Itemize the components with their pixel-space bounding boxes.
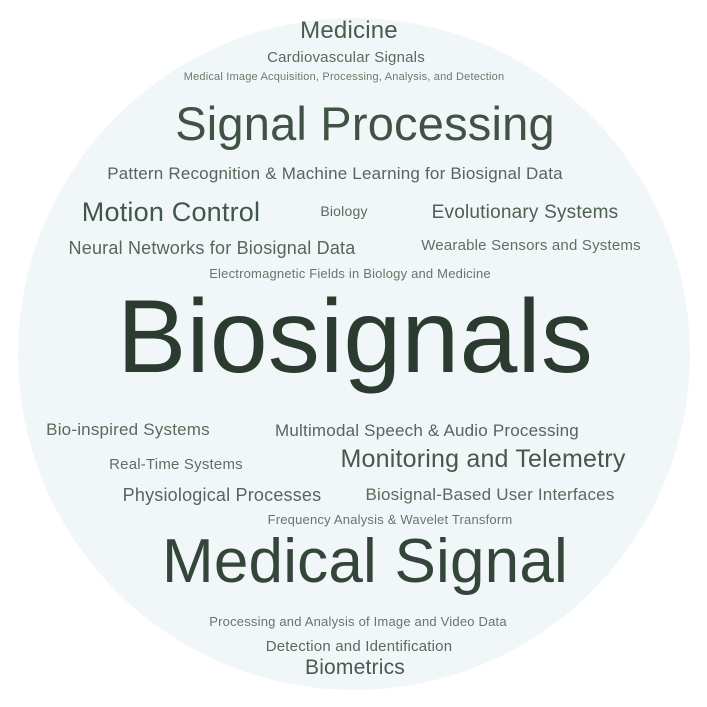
word-image-video-processing: Processing and Analysis of Image and Vid… [209,614,507,629]
word-biosignal-user-interfaces: Biosignal-Based User Interfaces [365,485,615,504]
word-biometrics: Biometrics [304,656,406,679]
word-pattern-recognition: Pattern Recognition & Machine Learning f… [107,164,563,183]
word-cardiovascular-signals: Cardiovascular Signals [267,49,425,66]
word-biology: Biology [320,203,368,219]
word-signal-processing: Signal Processing [175,97,555,150]
word-monitoring-telemetry: Monitoring and Telemetry [340,445,626,473]
word-evolutionary-systems: Evolutionary Systems [431,202,619,223]
word-motion-control: Motion Control [81,197,261,227]
word-bio-inspired-systems: Bio-inspired Systems [46,420,210,439]
word-medical-image-acquisition: Medical Image Acquisition, Processing, A… [183,71,505,83]
word-real-time-systems: Real-Time Systems [109,456,243,473]
word-biosignals: Biosignals [116,279,594,395]
word-detection-identification: Detection and Identification [265,638,453,655]
word-wearable-sensors: Wearable Sensors and Systems [421,237,641,254]
word-frequency-analysis: Frequency Analysis & Wavelet Transform [267,512,513,527]
word-physiological-processes: Physiological Processes [122,485,322,505]
word-medical-signal: Medical Signal [161,527,569,596]
word-medicine: Medicine [300,17,398,44]
word-multimodal-speech-audio: Multimodal Speech & Audio Processing [275,421,579,440]
word-electromagnetic-fields: Electromagnetic Fields in Biology and Me… [209,266,491,281]
word-neural-networks: Neural Networks for Biosignal Data [68,238,356,258]
word-cloud-background [18,18,690,690]
